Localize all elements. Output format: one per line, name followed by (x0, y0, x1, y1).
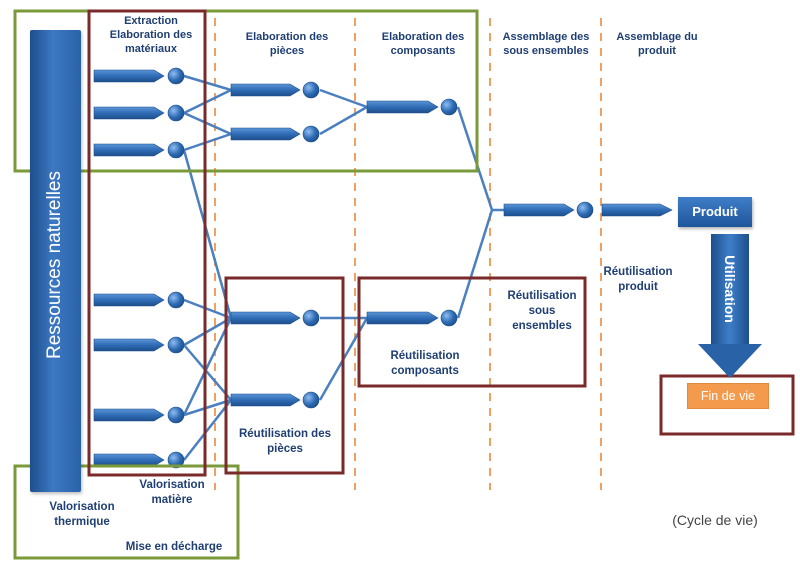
node (440, 309, 458, 327)
connector (183, 111, 232, 136)
connector (183, 298, 232, 320)
pipe (230, 393, 301, 407)
connector (183, 88, 232, 115)
pipe (230, 311, 301, 325)
node (302, 391, 320, 409)
stage-composants-label: Elaboration des composants (360, 30, 486, 58)
flow-pipes (93, 69, 673, 467)
stage-pieces-text: Elaboration des pièces (245, 31, 329, 57)
node (167, 336, 185, 354)
fin-de-vie-label: Fin de vie (700, 389, 756, 403)
flow-connectors (182, 74, 504, 461)
pipe (93, 338, 165, 352)
reuse-pieces-text: Réutilisation des pièces (238, 428, 332, 455)
node (167, 67, 185, 85)
utilisation-arrow-head (698, 344, 762, 378)
node (167, 291, 185, 309)
reuse-produit-label: Réutilisation produit (598, 265, 678, 295)
pipe (503, 203, 575, 217)
connector (456, 106, 494, 211)
connector (319, 105, 368, 136)
connector (183, 399, 232, 461)
pipe (601, 203, 673, 217)
natural-resources-label: Ressources naturelles (44, 171, 65, 359)
pipe (230, 83, 301, 97)
stage-produit-text: Assemblage du produit (616, 31, 698, 57)
stage-sous-ensembles-label: Assemblage des sous ensembles (492, 30, 600, 58)
connector (319, 88, 368, 109)
stage-produit-label: Assemblage du produit (604, 30, 710, 58)
reuse-sous-ensembles-text: Réutilisation sous ensembles (507, 290, 577, 332)
reuse-produit-text: Réutilisation produit (603, 266, 673, 293)
node (576, 201, 594, 219)
pipe (93, 408, 165, 422)
node (167, 406, 185, 424)
pipe (366, 311, 439, 325)
connector (183, 344, 232, 401)
green-box-production (13, 9, 479, 173)
connector (183, 74, 232, 92)
reuse-pieces-label: Réutilisation des pièces (226, 427, 344, 457)
pipe (93, 69, 165, 83)
node (302, 309, 320, 327)
node (167, 104, 185, 122)
node (302, 81, 320, 99)
red-box-materials (87, 9, 207, 477)
fin-de-vie-box: Fin de vie (687, 383, 769, 409)
node (167, 451, 185, 469)
connector (183, 316, 232, 347)
pipe (230, 127, 301, 141)
reuse-composants-label: Réutilisation composants (366, 349, 484, 379)
valorisation-thermique-label: Valorisation thermique (34, 500, 130, 530)
node (302, 125, 320, 143)
pipe (93, 143, 165, 157)
flow-nodes (167, 67, 594, 469)
stage-extraction-label: Extraction Elaboration des matériaux (96, 14, 206, 56)
stage-sous-ensembles-text: Assemblage des sous ensembles (502, 31, 590, 57)
mise-en-decharge-label: Mise en décharge (112, 540, 236, 555)
connector (183, 398, 232, 417)
reuse-sous-ensembles-label: Réutilisation sous ensembles (490, 289, 594, 334)
connector (456, 209, 494, 319)
connector (182, 149, 233, 319)
node (440, 98, 458, 116)
stage-extraction-text: Extraction Elaboration des matériaux (109, 15, 193, 55)
connector (183, 132, 232, 152)
utilisation-arrow-shaft (711, 234, 749, 344)
utilisation-label: Utilisation (722, 255, 738, 323)
valorisation-matiere-label: Valorisation matière (130, 478, 214, 508)
red-box-composants (357, 276, 587, 388)
connector (182, 317, 233, 416)
product-label: Produit (692, 204, 738, 219)
product-box: Produit (678, 197, 752, 227)
reuse-composants-text: Réutilisation composants (390, 350, 460, 377)
pipe (93, 293, 165, 307)
green-box-end-of-life (13, 464, 240, 560)
stage-pieces-label: Elaboration des pièces (224, 30, 350, 58)
valorisation-matiere-text: Valorisation matière (139, 479, 205, 506)
node (167, 141, 185, 159)
natural-resources-bar (30, 30, 81, 492)
pipe (366, 100, 439, 114)
red-box-pieces (224, 276, 345, 475)
pipe (93, 453, 165, 467)
mise-en-decharge-text: Mise en décharge (125, 541, 223, 553)
pipe (93, 106, 165, 120)
caption: (Cycle de vie) (672, 512, 758, 528)
stage-composants-text: Elaboration des composants (381, 31, 465, 57)
valorisation-thermique-text: Valorisation thermique (49, 501, 115, 528)
